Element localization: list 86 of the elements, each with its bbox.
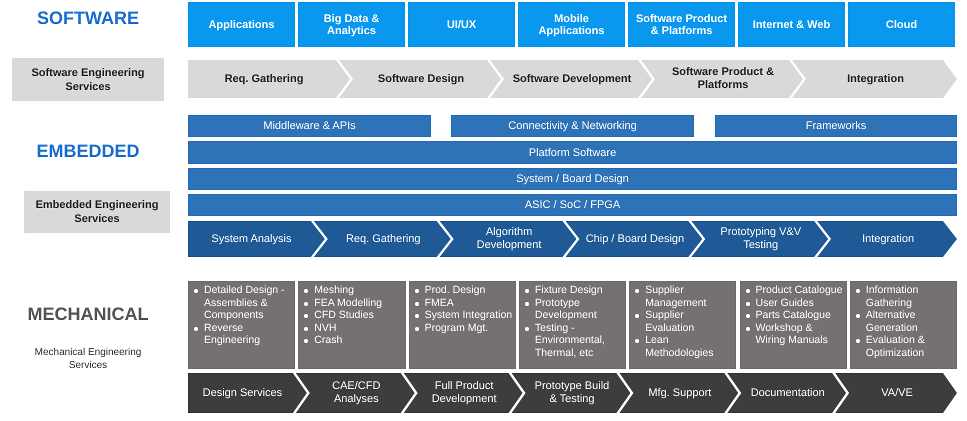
step-text: Integration	[847, 72, 904, 86]
tile-text: Big Data & Analytics	[322, 12, 380, 36]
step-text: Software Development	[512, 72, 632, 86]
category-tile	[518, 2, 625, 47]
process-step-band	[188, 221, 325, 257]
step-text: Design Services	[202, 386, 282, 400]
bullet-text: Testing - Environmental, Thermal, etc	[534, 322, 605, 359]
step-text: Software Product & Platforms	[670, 66, 776, 92]
step-text: Algorithm Development	[476, 226, 542, 252]
bullet-text: NVH	[314, 322, 336, 334]
step-text: Prototype Build & Testing	[534, 380, 610, 406]
bullet-text: User Guides	[756, 296, 814, 309]
capability-panel	[740, 281, 847, 369]
capability-panel	[408, 281, 516, 369]
step-text: Mfg. Support	[648, 386, 712, 400]
bullet-text: Fixture Design	[534, 284, 603, 296]
bullet-text: Information Gathering	[866, 284, 918, 309]
capability-panel	[850, 281, 958, 369]
section-title: SOFTWARE	[37, 8, 139, 29]
bullet-text: System Integration	[424, 309, 512, 322]
bullet-text: Supplier Evaluation	[645, 309, 694, 334]
category-tile	[298, 2, 405, 47]
tile-text: Software Product & Platforms	[634, 12, 728, 36]
service-text: Software Engineering Services	[30, 66, 146, 94]
step-text: Full Product Development	[430, 380, 498, 406]
capability-panel	[629, 281, 736, 369]
capability-panel	[518, 281, 626, 369]
tile-text: UI/UX	[446, 18, 476, 30]
tile-text: Applications	[208, 18, 274, 30]
section-title: EMBEDDED	[36, 141, 140, 162]
layer-bar	[451, 115, 694, 137]
layer-bar	[715, 115, 957, 137]
tile-text: Mobile Applications	[537, 12, 606, 36]
bullet-text: Detailed Design - Assemblies & Components	[204, 284, 285, 322]
layer-bar	[188, 194, 957, 216]
bullet-text: Lean Methodologies	[645, 334, 714, 359]
layer-text: Frameworks	[806, 120, 866, 132]
bullet-text: Evaluation & Optimization	[866, 334, 925, 359]
bullet-text: Program Mgt.	[424, 322, 488, 334]
service-box	[24, 191, 170, 233]
step-text: Req. Gathering	[224, 72, 304, 86]
service-box	[12, 58, 164, 101]
process-step-band	[188, 373, 307, 413]
step-text: VA/VE	[881, 386, 913, 400]
step-text: Software Design	[378, 72, 464, 86]
layer-text: Middleware & APIs	[263, 120, 356, 132]
layer-text: ASIC / SoC / FPGA	[524, 199, 620, 211]
layer-text: Platform Software	[528, 146, 616, 158]
layer-bar	[188, 141, 957, 164]
category-tile	[848, 2, 955, 47]
layer-bar	[188, 115, 431, 137]
bullet-text: Supplier Management	[645, 284, 706, 309]
step-text: System Analysis	[211, 232, 292, 246]
step-text: Chip / Board Design	[586, 232, 684, 246]
category-tile	[408, 2, 515, 47]
bullet-text: Reverse Engineering	[204, 322, 260, 346]
step-text: Integration	[862, 232, 914, 246]
process-step-band	[188, 60, 350, 98]
step-text: CAE/CFD Analyses	[331, 380, 382, 406]
step-text: Documentation	[750, 386, 825, 400]
bullet-text: Crash	[314, 334, 342, 346]
bullet-text: CFD Studies	[314, 309, 374, 322]
bullet-text: Prod. Design	[424, 284, 486, 296]
bullet-text: Workshop & Wiring Manuals	[756, 322, 828, 346]
layer-text: Connectivity & Networking	[508, 120, 637, 132]
capability-panel	[188, 281, 296, 369]
category-tile	[628, 2, 735, 47]
bullet-text: FMEA	[424, 296, 454, 309]
bullet-text: Meshing	[314, 284, 354, 296]
tile-text: Cloud	[886, 18, 918, 30]
layer-bar	[188, 168, 957, 190]
capability-panel	[298, 281, 406, 369]
category-tile	[188, 2, 295, 47]
section-subtitle: Mechanical Engineering Services	[34, 346, 142, 372]
bullet-text: Prototype Development	[534, 296, 597, 322]
bullet-text: FEA Modelling	[314, 296, 382, 309]
step-text: Req. Gathering	[346, 232, 421, 246]
bullet-text: Product Catalogue	[756, 284, 842, 296]
tile-text: Internet & Web	[752, 18, 830, 30]
layer-text: System / Board Design	[516, 173, 629, 185]
step-text: Prototyping V&V Testing	[719, 226, 802, 252]
section-title: MECHANICAL	[28, 304, 148, 325]
bullet-text: Parts Catalogue	[756, 309, 831, 322]
service-text: Embedded Engineering Services	[34, 198, 160, 226]
category-tile	[738, 2, 845, 47]
bullet-text: Alternative Generation	[866, 309, 918, 334]
